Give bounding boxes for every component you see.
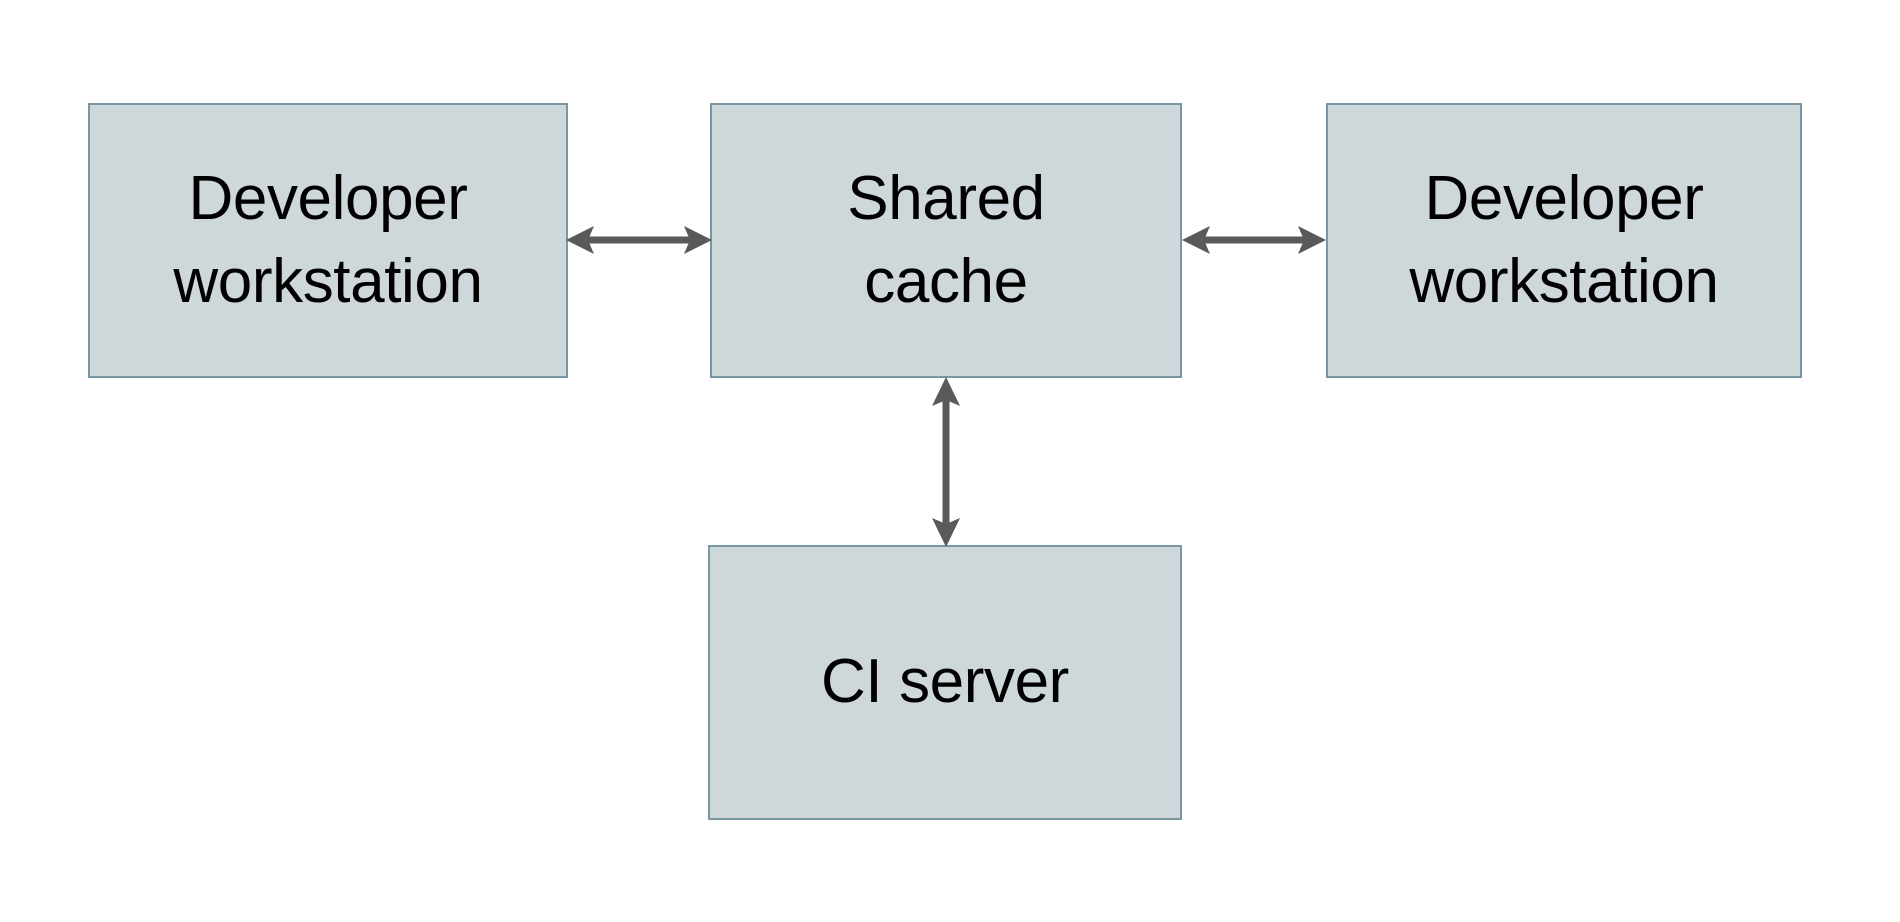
bidirectional-arrow-icon xyxy=(566,226,712,254)
node-shared-cache[interactable]: Shared cache xyxy=(710,103,1182,378)
node-developer-workstation-right[interactable]: Developer workstation xyxy=(1326,103,1802,378)
node-label: Developer workstation xyxy=(1409,164,1719,316)
node-ci-server[interactable]: CI server xyxy=(708,545,1182,820)
node-label: CI server xyxy=(821,647,1069,717)
node-label: Developer workstation xyxy=(173,164,483,316)
node-label: Shared cache xyxy=(847,164,1045,316)
bidirectional-arrow-icon xyxy=(1182,226,1326,254)
edge-shared-cache-to-ci-server[interactable] xyxy=(911,372,981,552)
node-developer-workstation-left[interactable]: Developer workstation xyxy=(88,103,568,378)
bidirectional-arrow-icon xyxy=(932,377,960,547)
edge-shared-cache-to-developer-right[interactable] xyxy=(1176,205,1332,275)
edge-developer-left-to-shared-cache[interactable] xyxy=(560,205,718,275)
